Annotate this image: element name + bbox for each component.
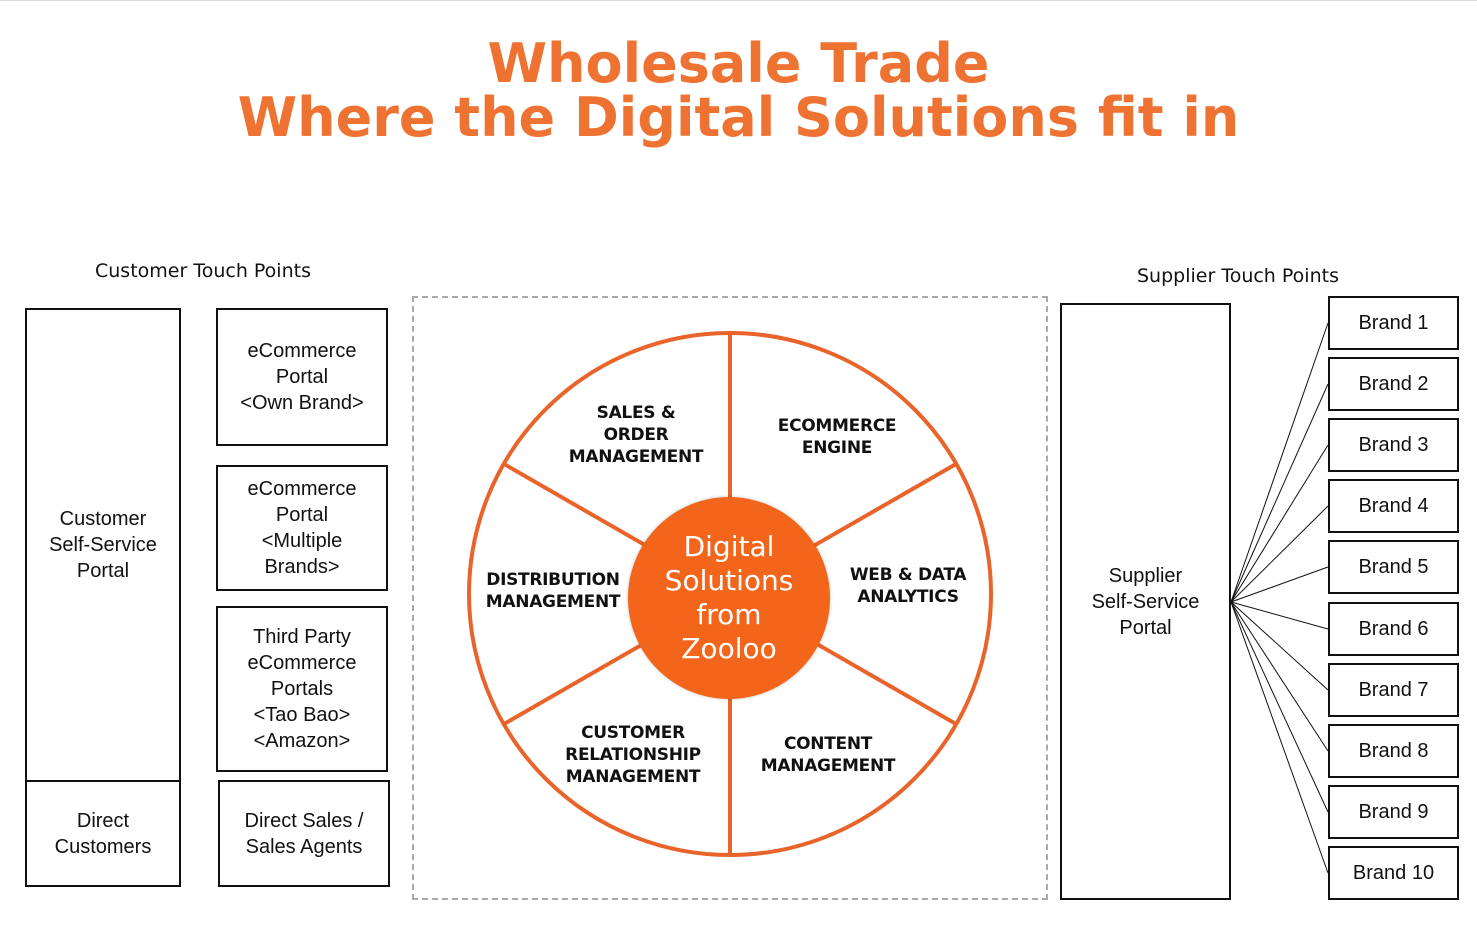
brand-label: Brand 8 [1358, 740, 1429, 762]
digital-solutions-frame [412, 296, 1048, 900]
ecommerce-portal-own-brand-label: eCommerce Portal <Own Brand> [240, 340, 364, 414]
page-title: Wholesale Trade [487, 32, 990, 95]
brand-connector-line [1230, 601, 1329, 691]
brand-box: Brand 8 [1328, 724, 1459, 778]
ecommerce-portal-multiple-brands-label: eCommerce Portal <Multiple Brands> [247, 478, 357, 578]
brand-box: Brand 10 [1328, 846, 1459, 900]
direct-sales-agents-box: Direct Sales / Sales Agents [218, 780, 390, 887]
brand-label: Brand 5 [1358, 556, 1429, 578]
brand-label: Brand 7 [1358, 679, 1429, 701]
brand-label: Brand 9 [1358, 801, 1429, 823]
third-party-portals-box: Third Party eCommerce Portals <Tao Bao> … [216, 606, 388, 772]
brand-connector-line [1230, 601, 1329, 752]
brand-box: Brand 1 [1328, 296, 1459, 350]
top-divider [0, 0, 1477, 1]
brand-box: Brand 7 [1328, 663, 1459, 717]
customer-touch-points-heading: Customer Touch Points [95, 260, 311, 282]
digital-solutions-hub: Digital Solutions from Zooloo [628, 497, 830, 699]
page-subtitle: Where the Digital Solutions fit in [237, 86, 1240, 149]
segment-sales-order: SALES & ORDER MANAGEMENT [568, 403, 704, 467]
brand-box: Brand 5 [1328, 540, 1459, 594]
segment-content-management: CONTENT MANAGEMENT [760, 734, 896, 776]
brand-box: Brand 2 [1328, 357, 1459, 411]
brand-connector-line [1230, 601, 1329, 874]
brand-box: Brand 3 [1328, 418, 1459, 472]
supplier-self-service-portal-label: Supplier Self-Service Portal [1091, 564, 1200, 639]
brand-connector-line [1230, 383, 1329, 603]
hub-label: Digital Solutions from Zooloo [664, 530, 794, 665]
brand-label: Brand 1 [1358, 312, 1429, 334]
brand-box: Brand 4 [1328, 479, 1459, 533]
brand-connector-line [1230, 601, 1329, 813]
ecommerce-portal-own-brand-box: eCommerce Portal <Own Brand> [216, 308, 388, 446]
customer-self-service-portal-label: Customer Self-Service Portal [49, 508, 157, 582]
brand-connector-line [1230, 444, 1329, 603]
customer-self-service-portal-box: Customer Self-Service Portal [25, 308, 181, 782]
brand-connector-line [1230, 322, 1329, 603]
brand-box: Brand 9 [1328, 785, 1459, 839]
direct-customers-label: Direct Customers [54, 809, 152, 858]
direct-sales-agents-label: Direct Sales / Sales Agents [244, 809, 364, 858]
brand-label: Brand 2 [1358, 373, 1429, 395]
third-party-portals-label: Third Party eCommerce Portals <Tao Bao> … [247, 626, 357, 752]
ecommerce-portal-multiple-brands-box: eCommerce Portal <Multiple Brands> [216, 465, 388, 591]
supplier-self-service-portal-box: Supplier Self-Service Portal [1060, 303, 1231, 900]
segment-crm: CUSTOMER RELATIONSHIP MANAGEMENT [565, 723, 701, 787]
brand-box: Brand 6 [1328, 602, 1459, 656]
brand-label: Brand 6 [1358, 618, 1429, 640]
brand-label: Brand 3 [1358, 434, 1429, 456]
segment-ecommerce-engine: ECOMMERCE ENGINE [777, 416, 897, 458]
brand-connector-line [1230, 601, 1329, 630]
brand-connector-line [1230, 505, 1329, 603]
segment-distribution-management: DISTRIBUTION MANAGEMENT [485, 570, 621, 612]
supplier-touch-points-heading: Supplier Touch Points [1137, 265, 1339, 287]
segment-web-data-analytics: WEB & DATA ANALYTICS [849, 565, 967, 607]
brand-connector-line [1230, 566, 1329, 603]
brand-label: Brand 10 [1352, 862, 1435, 884]
brand-label: Brand 4 [1358, 495, 1429, 517]
direct-customers-box: Direct Customers [25, 780, 181, 887]
